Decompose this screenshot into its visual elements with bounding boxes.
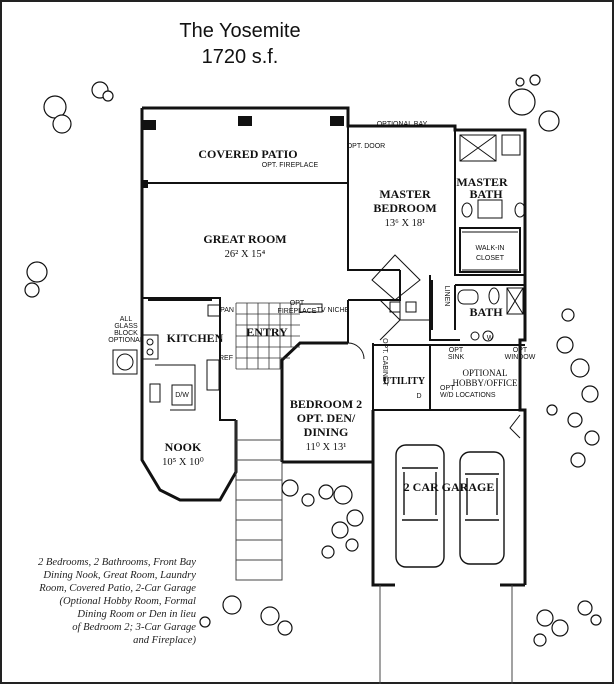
description-line: (Optional Hobby Room, Formal — [59, 596, 196, 607]
garage-label: 2 CAR GARAGE — [404, 480, 495, 494]
opt-window-label-1: OPT — [513, 347, 528, 354]
bedroom-2-label-3: DINING — [304, 425, 349, 439]
kitchen-label: KITCHEN — [167, 331, 224, 345]
linen-label: LINEN — [443, 286, 450, 307]
refrigerator-label: REF — [219, 355, 233, 362]
plan-area: 1720 s.f. — [201, 46, 279, 68]
garage-cars — [395, 444, 505, 568]
wall-posts — [142, 116, 344, 188]
description-line: 2 Bedrooms, 2 Bathrooms, Front Bay — [37, 557, 196, 568]
hobby-office-label-2: HOBBY/OFFICE — [452, 378, 518, 388]
opt-window-label-2: WINDOW — [505, 354, 536, 361]
opt-fireplace-2-label-1: OPT — [290, 300, 305, 307]
bedroom-2-label-1: BEDROOM 2 — [290, 397, 362, 411]
glass-block-label-4: OPTIONAL — [108, 337, 144, 344]
pantry-label: PAN — [220, 307, 234, 314]
washer-label: W — [487, 335, 494, 342]
opt-wd-label-2: W/D LOCATIONS — [440, 392, 496, 399]
entry-tile-grid — [235, 302, 300, 370]
dishwasher-label: D/W — [175, 392, 189, 399]
plan-title: The Yosemite — [179, 20, 301, 42]
opt-wd-label-1: OPT — [440, 385, 455, 392]
master-bedroom-label-1: MASTER — [379, 187, 431, 201]
opt-sink-label-1: OPT — [449, 347, 464, 354]
utility-label: UTILITY — [383, 376, 426, 387]
optional-bay-label: OPTIONAL BAY — [377, 121, 428, 128]
bedroom-2-dimensions: 11⁰ X 13¹ — [306, 441, 347, 453]
opt-fireplace-2-label-2: FIREPLACE — [278, 308, 317, 315]
tv-niche-label: TV NICHE — [317, 307, 350, 314]
interior-walls — [142, 126, 525, 421]
landscaping-shrubs — [24, 74, 602, 647]
opt-sink-label-2: SINK — [448, 354, 465, 361]
description-line: of Bedroom 2; 3-Car Garage — [72, 622, 196, 633]
master-bedroom-label-2: BEDROOM — [373, 201, 436, 215]
entry-label: ENTRY — [246, 325, 288, 339]
master-bedroom-dimensions: 13⁶ X 18¹ — [385, 218, 426, 229]
walkin-closet-label-2: CLOSET — [476, 255, 505, 262]
great-room-label: GREAT ROOM — [203, 232, 286, 246]
dryer-label: D — [416, 393, 421, 400]
nook-dimensions: 10⁵ X 10⁰ — [162, 456, 204, 468]
description-line: and Fireplace) — [133, 635, 196, 646]
description-line: Room, Covered Patio, 2-Car Garage — [39, 583, 196, 594]
bath-label: BATH — [469, 305, 503, 319]
front-walkway — [235, 420, 283, 581]
master-bath-label-2: BATH — [469, 187, 503, 201]
plan-description: 2 Bedrooms, 2 Bathrooms, Front Bay Dinin… — [4, 556, 196, 647]
opt-cabinet-label: OPT. CABINET — [381, 338, 388, 387]
driveway — [379, 585, 513, 684]
kitchen-fixtures — [112, 304, 221, 411]
exterior-walls — [140, 106, 527, 587]
door-swings — [299, 254, 521, 439]
great-room-dimensions: 26² X 15⁴ — [225, 249, 266, 260]
bedroom-2-label-2: OPT. DEN/ — [297, 411, 356, 425]
nook-label: NOOK — [165, 440, 202, 454]
opt-fireplace-label: OPT. FIREPLACE — [262, 162, 319, 169]
walkin-closet-label-1: WALK-IN — [476, 245, 505, 252]
description-line: Dining Room or Den in lieu — [77, 609, 196, 620]
glass-block-label-1: ALL — [120, 316, 133, 323]
glass-block-label-3: BLOCK — [114, 330, 138, 337]
covered-patio-label: COVERED PATIO — [198, 147, 297, 161]
glass-block-label-2: GLASS — [114, 323, 138, 330]
opt-door-label: OPT. DOOR — [347, 143, 386, 150]
master-bath-label-1: MASTER — [456, 175, 508, 189]
description-line: Dining Nook, Great Room, Laundry — [43, 570, 196, 581]
bath-fixtures — [457, 134, 526, 342]
hobby-office-label-1: OPTIONAL — [463, 368, 508, 378]
